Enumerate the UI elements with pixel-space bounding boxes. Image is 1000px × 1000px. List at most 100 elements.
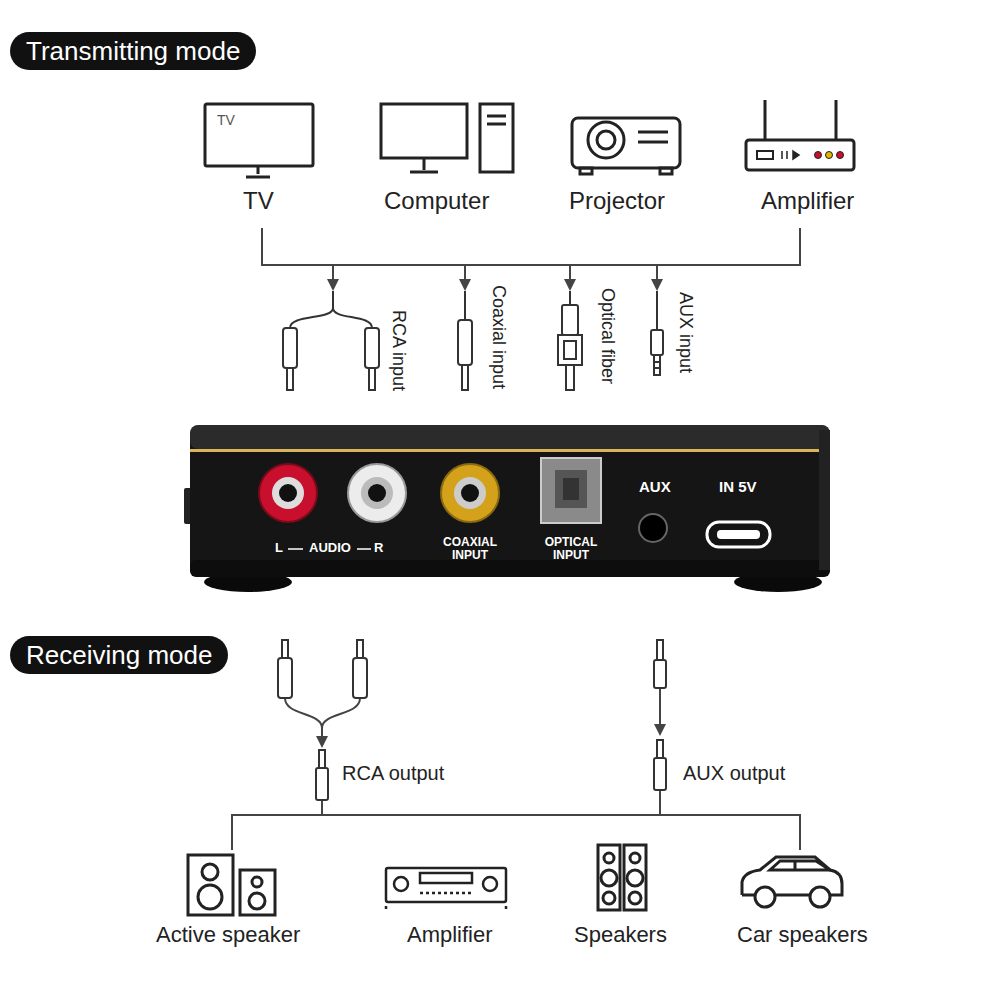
computer-icon [487,116,506,124]
ports [639,514,667,542]
amplifier-icon [826,152,833,159]
cable-plugs [654,758,666,790]
ports [259,458,770,549]
car-icon [742,857,842,907]
device-body [819,430,830,570]
projector-icon [580,168,592,174]
arrowhead [327,279,339,291]
cable-plugs [464,291,466,320]
ports [279,484,297,502]
bracket-line [232,815,800,850]
ports [555,470,587,508]
ports [272,477,304,509]
ports [368,484,386,502]
computer-icon [480,104,513,172]
arrowhead [459,279,471,291]
amplifier-icon [386,893,506,910]
device-label: Car speakers [737,922,868,947]
amplifier-icon [757,151,773,159]
amplifier-icon [837,152,844,159]
device-label: Amplifier [407,922,493,947]
bracket-line [262,228,800,265]
mode-title: Transmitting mode [26,36,240,66]
bracket-line [232,688,800,850]
cable-label: AUX input [675,292,696,373]
cable-plugs [462,365,468,390]
speakers-icon [629,892,641,904]
device-body [184,425,830,592]
amplifier-icon [386,868,506,902]
arrowhead [654,724,666,736]
tv-icon [246,166,270,177]
cable-label: RCA output [342,762,444,785]
projector-icon [597,131,615,149]
cable-plugs [657,640,663,660]
cable-plugs [564,341,576,359]
speakers-icon [601,870,617,886]
port-label: IN 5V [719,478,757,495]
arrowhead [316,724,666,748]
cable-plugs [558,335,582,365]
cable-plugs [369,368,375,390]
ports [361,477,393,509]
amplifier-icon [746,140,854,170]
device-body [190,560,830,577]
port-label: OPTICAL INPUT [531,536,611,562]
speakers-icon [603,892,615,904]
ports [563,478,579,500]
device-body [190,425,830,577]
arrowhead [316,736,328,748]
cable-label: AUX output [683,762,785,785]
amplifier-icon [394,877,408,891]
amplifier-icon [815,152,822,159]
mode-badge: Transmitting mode [10,32,256,70]
device-label: Computer [384,187,489,215]
speakers-icon [624,845,646,910]
ports [454,477,486,509]
amplifier-icon [782,151,799,159]
amplifier-icon [483,877,497,891]
active-speaker-icon [198,885,222,909]
device-label: Amplifier [761,187,854,215]
bracket-line [262,228,800,281]
port-label: COAXIAL INPUT [430,536,510,562]
cable-plugs [316,768,328,800]
port-label: AUDIO [309,541,351,556]
port-label: L [275,541,283,556]
device-label: Speakers [574,922,667,947]
cable-plugs [657,740,663,758]
cable-plugs [365,328,379,368]
cable-plugs [562,305,578,335]
active-speaker-icon [240,870,275,915]
cable-label: Optical fiber [597,288,618,384]
screen-text: TV [217,112,235,128]
projector-icon [572,118,680,174]
bracket-line [659,790,661,815]
cable-plugs [654,355,660,375]
cable-plugs [357,640,363,658]
cable-plugs [282,640,288,658]
amplifier-icon [386,868,506,910]
bracket-line [333,265,657,281]
computer-icon [381,104,467,158]
active-speaker-icon [252,877,262,887]
cable-label: RCA input [388,310,409,391]
ports [348,464,406,522]
ports [707,522,770,547]
ports [461,484,479,502]
device-label: TV [243,187,274,215]
bracket-line [321,800,323,815]
arrowhead [564,279,576,291]
active-speaker-icon [188,855,275,915]
projector-icon [572,118,680,168]
cable-plugs [566,365,574,390]
projector-icon [660,168,672,174]
computer-icon [410,158,438,172]
mode-title: Receiving mode [26,640,212,670]
cable-plugs [319,750,325,768]
amplifier-icon [765,100,836,140]
bracket-line [285,698,360,737]
amplifier-icon [420,873,472,883]
